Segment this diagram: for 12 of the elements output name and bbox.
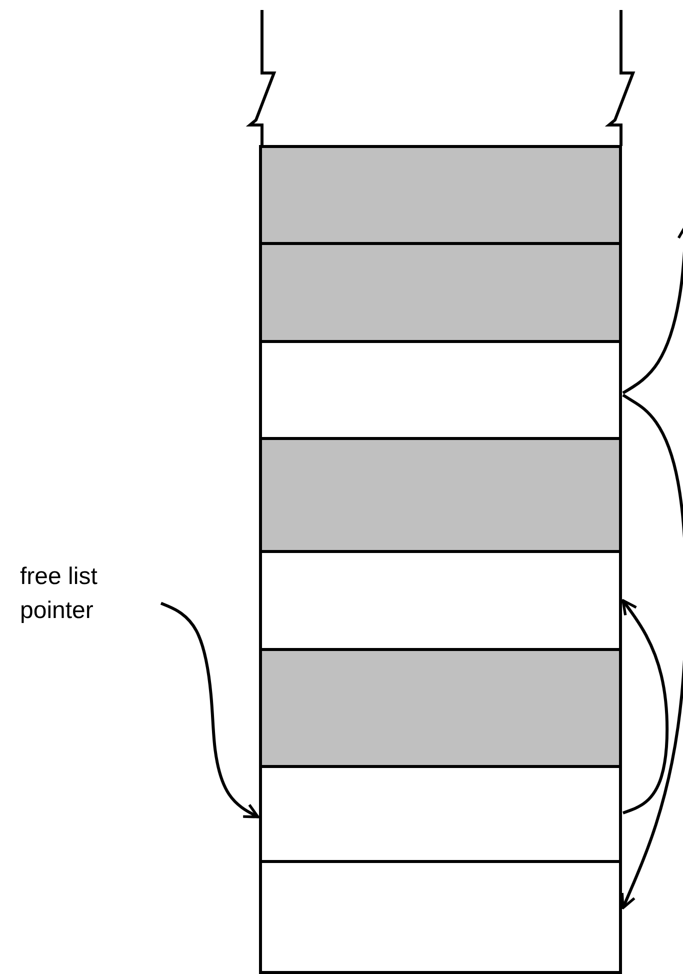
pointer-arrow [620, 394, 683, 910]
memory-block [259, 340, 622, 440]
memory-block [259, 550, 622, 651]
memory-block [259, 860, 622, 974]
memory-block [259, 145, 622, 245]
memory-block [259, 765, 622, 863]
pointer-arrow [622, 599, 669, 814]
leader-arrow [160, 602, 260, 818]
memory-block [259, 648, 622, 768]
pointer-label: free list pointer [20, 560, 160, 640]
memory-block [259, 437, 622, 553]
memory-block [259, 242, 622, 343]
